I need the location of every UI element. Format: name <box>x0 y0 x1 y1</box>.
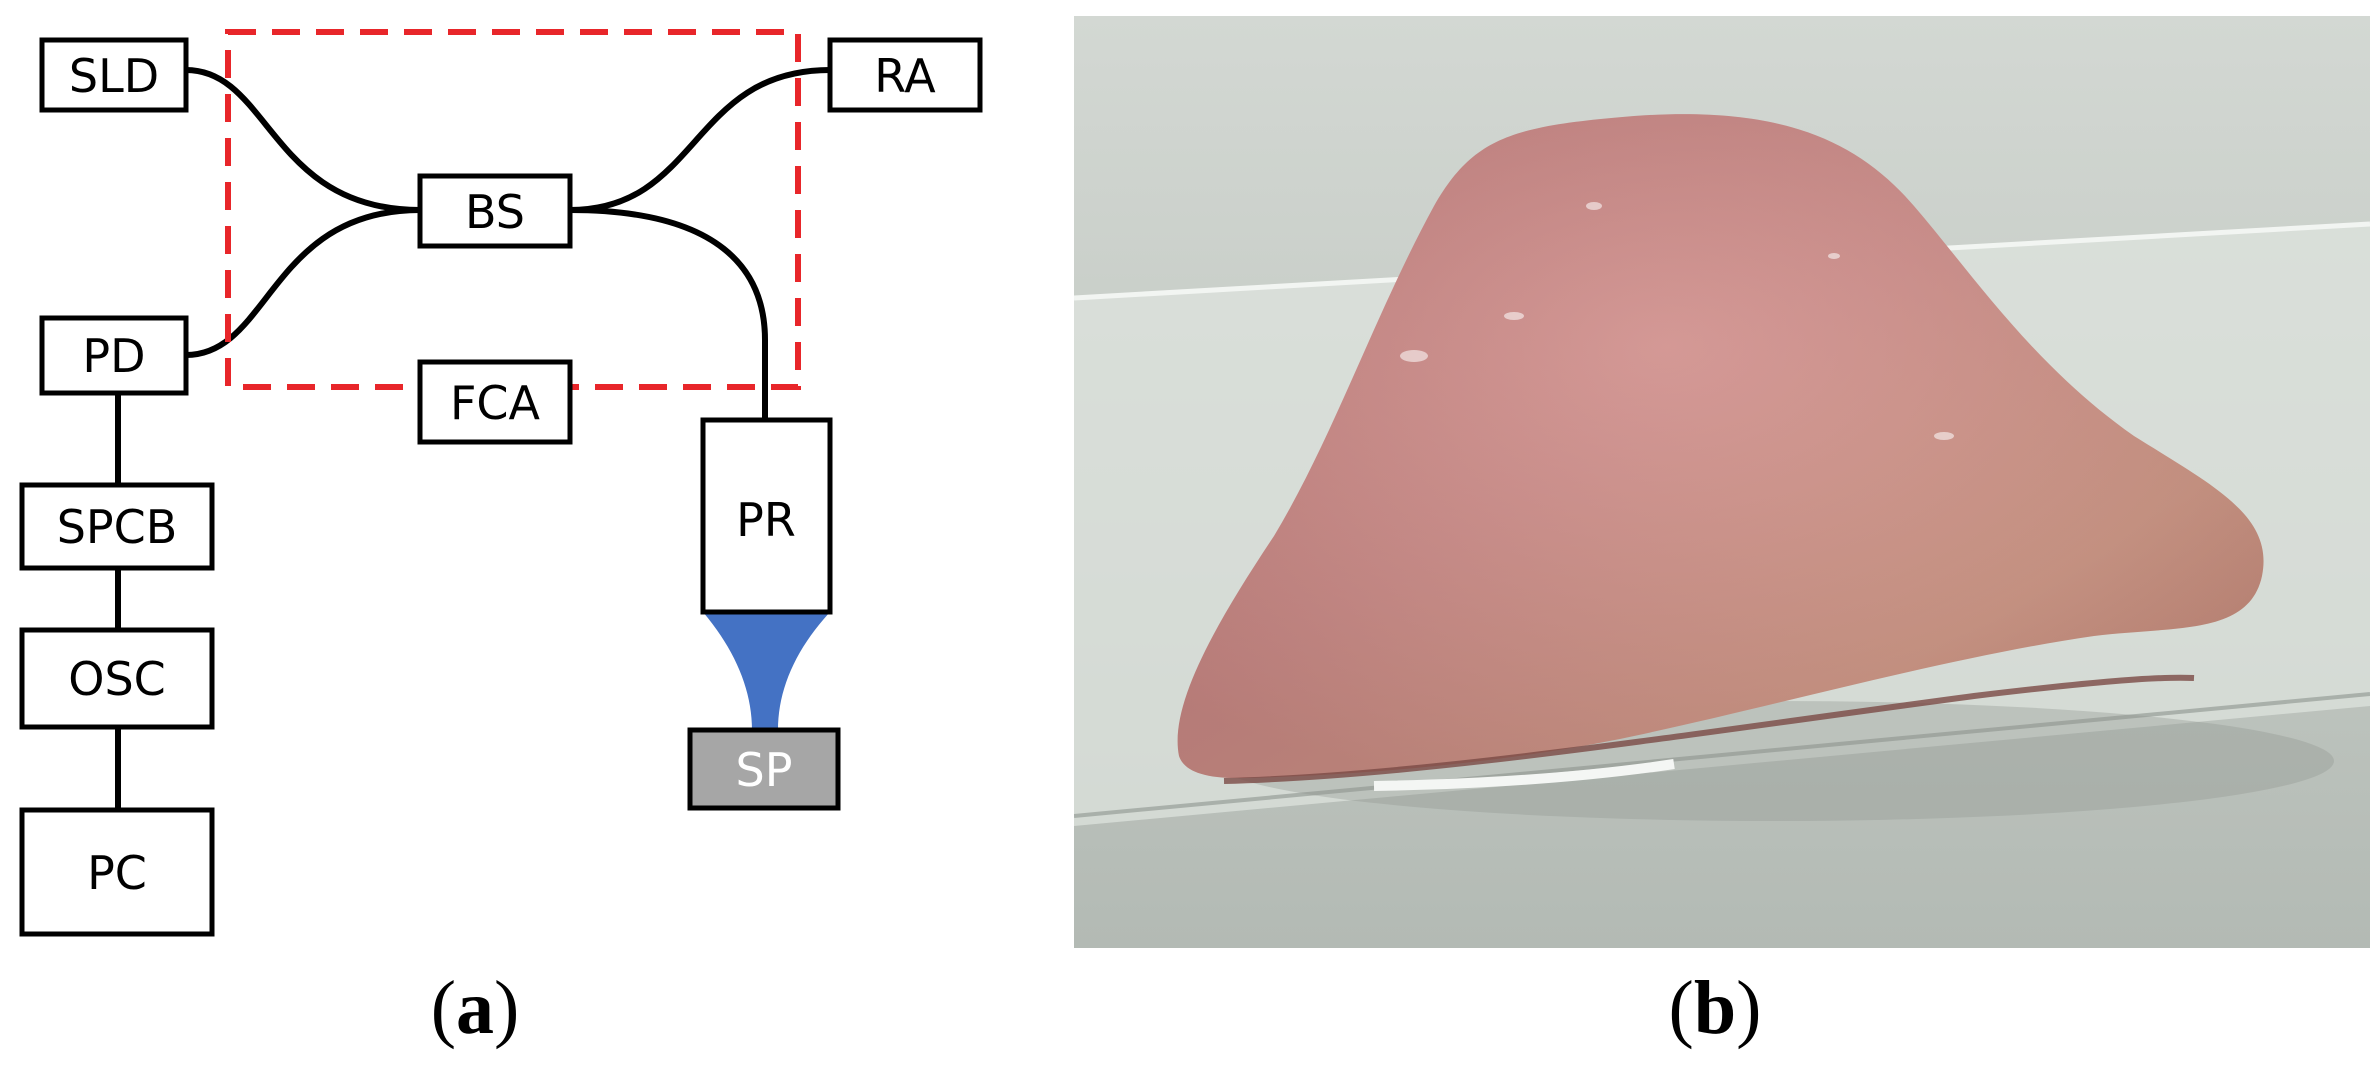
caption-a-letter: a <box>456 966 494 1050</box>
pc-box <box>19 807 215 937</box>
spcb-box <box>19 482 215 571</box>
fca-label: FCA <box>450 376 541 430</box>
fiber-bs-pr <box>569 207 768 420</box>
caption-b-open: ( <box>1668 966 1694 1050</box>
osc-label: OSC <box>68 652 166 706</box>
pr-label: PR <box>736 493 796 547</box>
caption-b-close: ) <box>1736 966 1762 1050</box>
sld-label: SLD <box>69 49 159 103</box>
ra-label: RA <box>874 49 936 103</box>
fiber-connections <box>115 67 831 810</box>
caption-b-letter: b <box>1693 966 1737 1050</box>
probe-beam <box>703 612 830 730</box>
pc-label: PC <box>87 846 147 900</box>
pd-label: PD <box>82 329 145 383</box>
sp-box <box>687 727 841 811</box>
fiber-sld-bs <box>185 67 421 213</box>
fca-box <box>417 359 573 445</box>
sld-box <box>39 37 189 113</box>
slide-reflection <box>1373 759 1675 791</box>
pr-box <box>700 417 833 615</box>
setup-schematic: SLD RA BS PD FCA SPCB OSC PC PR SP <box>0 0 1040 960</box>
fiber-pd-bs <box>185 207 421 358</box>
caption-b: (b) <box>1615 965 1815 1052</box>
glass-slide-edge-bottom <box>1073 692 2371 818</box>
pd-box <box>39 315 189 396</box>
ra-box <box>827 37 983 113</box>
tissue-shading <box>1177 114 2264 779</box>
tissue-photo <box>1073 16 2371 948</box>
bs-box <box>417 173 573 249</box>
osc-box <box>19 627 215 730</box>
spcb-label: SPCB <box>57 500 178 554</box>
tissue-cut-edge <box>1223 674 2195 784</box>
caption-a-open: ( <box>430 966 456 1050</box>
caption-a: (a) <box>375 965 575 1052</box>
sp-label: SP <box>736 743 793 797</box>
caption-a-close: ) <box>494 966 520 1050</box>
bs-label: BS <box>465 185 525 239</box>
fiber-bs-ra <box>569 67 831 213</box>
tissue-highlights <box>1400 202 1954 440</box>
